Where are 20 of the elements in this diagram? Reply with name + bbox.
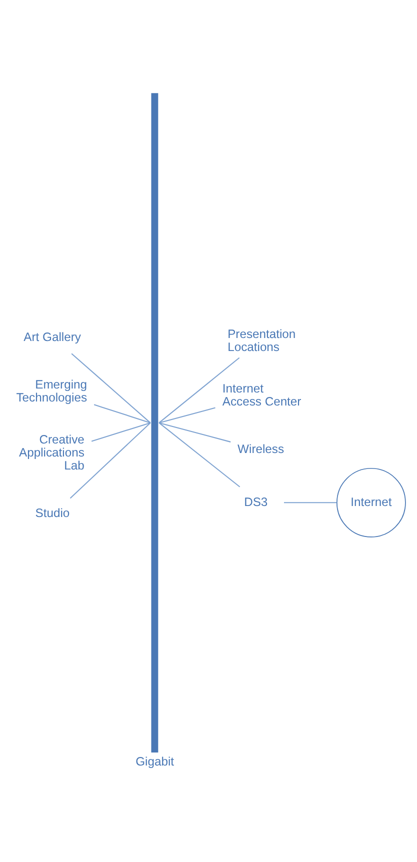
node-circle: Internet: [336, 467, 406, 537]
node-text: Studio: [35, 506, 70, 520]
node-label: Gigabit: [136, 754, 174, 768]
node-text: Presentation Locations: [228, 326, 296, 354]
node-box: [151, 92, 158, 752]
node-text: Creative Applications Lab: [19, 432, 84, 472]
connector: [158, 356, 240, 423]
node-text: Wireless: [238, 441, 284, 456]
connector: [91, 422, 151, 442]
connector: [70, 422, 151, 498]
node-text: Emerging Technologies: [16, 376, 88, 404]
node-text: Internet Access Center: [222, 381, 302, 408]
connector: [158, 422, 240, 487]
connector: [94, 404, 151, 423]
connector: [71, 352, 151, 423]
connector: [158, 406, 216, 423]
node-text: Art Gallery: [24, 330, 81, 344]
node-text: DS3: [244, 494, 268, 508]
connector: [158, 422, 231, 442]
connector: [284, 502, 337, 503]
